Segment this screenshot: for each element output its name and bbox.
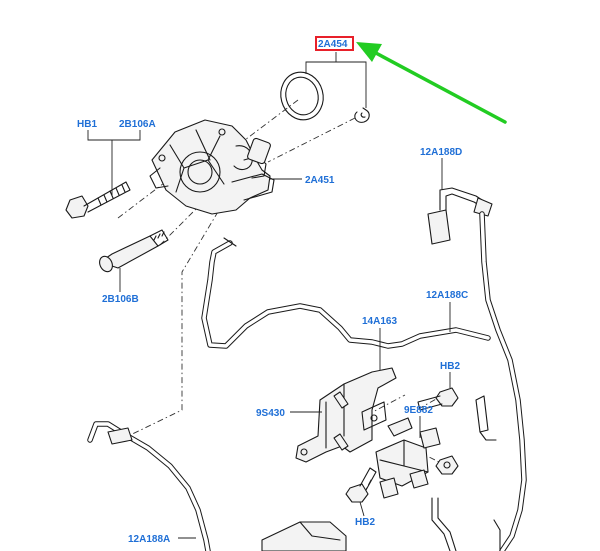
callout-2a451: 2A451 bbox=[305, 175, 335, 186]
pointer-arrow bbox=[356, 42, 507, 124]
callout-2b106a: 2B106A bbox=[119, 119, 156, 130]
callout-9s430: 9S430 bbox=[256, 408, 285, 419]
vacuum-hose-c bbox=[475, 211, 527, 551]
mounting-bracket bbox=[295, 367, 397, 463]
callout-9e882: 9E882 bbox=[404, 405, 433, 416]
callout-12a188a: 12A188A bbox=[128, 534, 170, 545]
solenoid-nut bbox=[435, 455, 459, 475]
solenoid-valve bbox=[375, 417, 441, 499]
callout-12a188d: 12A188D bbox=[420, 147, 462, 158]
callout-2b106b: 2B106B bbox=[102, 294, 139, 305]
pump-stud bbox=[99, 229, 169, 273]
vacuum-hose-a bbox=[87, 421, 211, 551]
callout-14a163: 14A163 bbox=[362, 316, 397, 327]
vacuum-hose-d bbox=[427, 187, 493, 245]
pump-bolt bbox=[65, 181, 131, 219]
callout-2a454: 2A454 bbox=[318, 39, 348, 50]
bolt-hb2-upper bbox=[417, 387, 459, 411]
callout-hb1: HB1 bbox=[77, 119, 97, 130]
callout-hb2-upper: HB2 bbox=[440, 361, 460, 372]
callout-12a188c: 12A188C bbox=[426, 290, 468, 301]
leader-lines bbox=[87, 52, 451, 539]
seal-clip bbox=[354, 107, 370, 123]
highlight-box bbox=[315, 36, 354, 51]
seal-o-ring bbox=[280, 71, 324, 121]
bracket-studs bbox=[333, 391, 349, 451]
callout-labels: 2A454 HB1 2B106A 2A451 2B106B 12A188D 12… bbox=[77, 39, 468, 545]
vacuum-tube-middle bbox=[201, 237, 491, 349]
lower-hoses bbox=[261, 497, 501, 551]
vacuum-pump bbox=[149, 119, 275, 215]
bolt-hb2-lower bbox=[345, 467, 377, 503]
callout-hb2-lower: HB2 bbox=[355, 517, 375, 528]
